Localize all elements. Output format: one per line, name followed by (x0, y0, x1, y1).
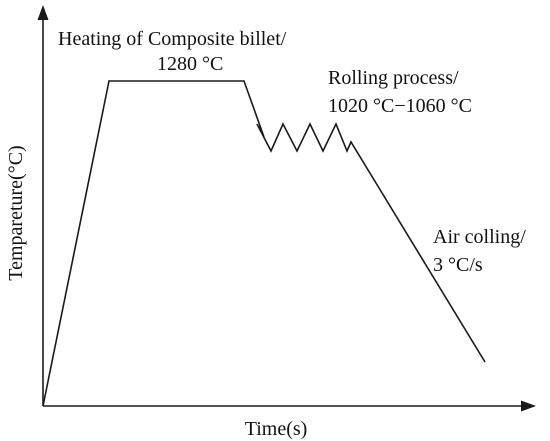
rolling-label-line1: Rolling process/ (328, 67, 459, 89)
x-axis-label: Time(s) (245, 418, 308, 440)
heating-label-line1: Heating of Composite billet/ (58, 28, 287, 50)
x-axis-arrow-icon (521, 400, 536, 412)
y-axis-label: Temparetur​e(°C) (5, 145, 27, 280)
cooling-label-line1: Air colling/ (433, 226, 526, 248)
y-axis-arrow-icon (37, 5, 49, 20)
cooling-label-line2: 3 °C/s (433, 254, 483, 276)
temperature-profile-line (42, 80, 486, 407)
heating-label-line2: 1280 °C (157, 53, 223, 75)
rolling-label-line2: 1020 °C−1060 °C (328, 95, 472, 117)
